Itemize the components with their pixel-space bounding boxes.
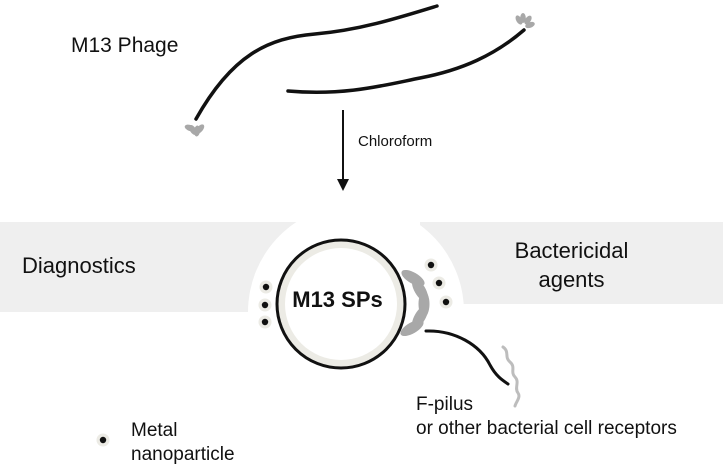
f-pilus bbox=[501, 345, 521, 408]
receptor-line-1: F-pilus bbox=[416, 394, 474, 415]
bactericidal-line-1: Bactericidal bbox=[514, 238, 629, 263]
nanoparticle bbox=[424, 258, 438, 272]
metal-nanoparticles bbox=[258, 258, 453, 329]
legend-line-2: nanoparticle bbox=[131, 443, 235, 465]
receptor-line-2: or other bacterial cell receptors bbox=[416, 417, 677, 439]
bactericidal-line-2: agents bbox=[538, 266, 605, 292]
phage-filament-2 bbox=[286, 13, 535, 95]
phage-tail-proteins-icon bbox=[184, 124, 205, 137]
legend-label: Metal nanoparticle bbox=[131, 419, 235, 467]
bactericidal-label: Bactericidal agents bbox=[484, 237, 659, 294]
nanoparticle bbox=[439, 295, 453, 309]
phage-connector bbox=[424, 329, 510, 386]
legend-line-1: Metal bbox=[131, 420, 178, 441]
coat-proteins-icon bbox=[400, 269, 430, 337]
nanoparticle bbox=[258, 315, 272, 329]
nanoparticle bbox=[258, 298, 272, 312]
spheroid-label: M13 SPs bbox=[292, 287, 383, 312]
phage-tip-proteins-icon bbox=[515, 13, 535, 29]
receptor-label: F-pilus or other bacterial cell receptor… bbox=[416, 393, 677, 441]
chloroform-label: Chloroform bbox=[358, 133, 433, 150]
diagnostics-label: Diagnostics bbox=[22, 253, 136, 278]
phage-filament-1 bbox=[184, 4, 439, 137]
legend-nanoparticle-icon bbox=[96, 433, 110, 447]
bactericidal-band bbox=[420, 222, 723, 304]
process-arrow bbox=[337, 110, 349, 191]
nanoparticle bbox=[432, 276, 446, 290]
m13-spheroid-core bbox=[285, 248, 397, 360]
phage-title: M13 Phage bbox=[71, 34, 179, 57]
nanoparticle bbox=[259, 280, 273, 294]
